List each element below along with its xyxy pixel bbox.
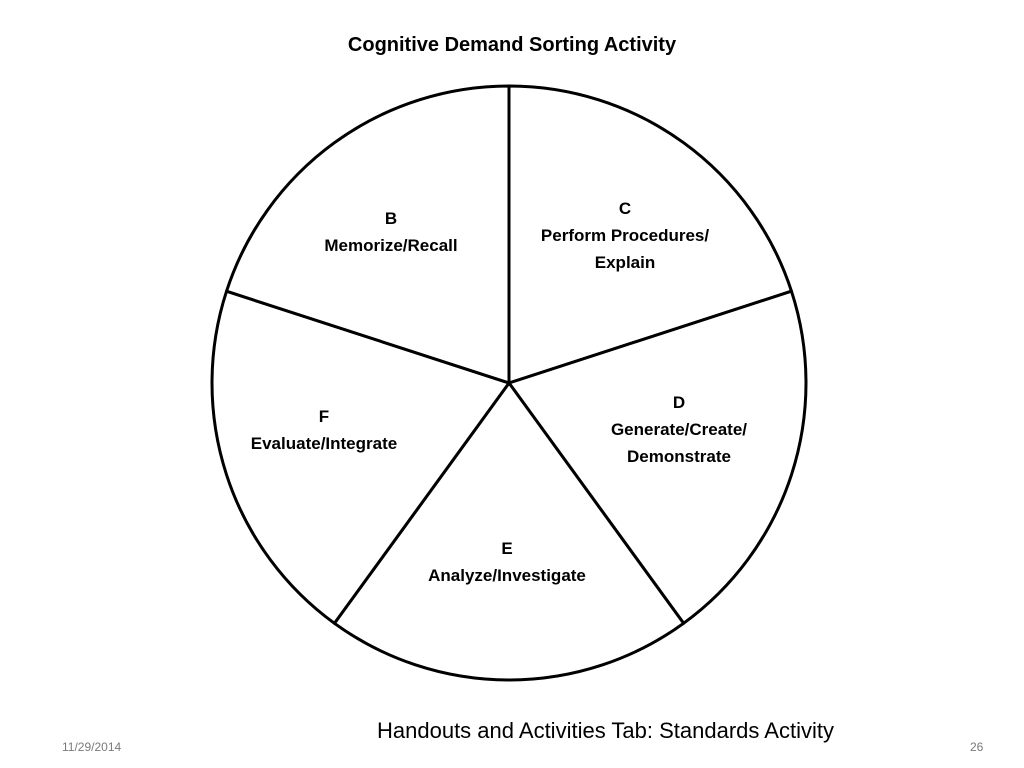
- pie-segment-e: [332, 381, 686, 682]
- segment-label-c: Perform Procedures/: [541, 226, 709, 245]
- pie-segment-b: [225, 84, 511, 385]
- segment-label-b: Memorize/Recall: [324, 236, 457, 255]
- segment-letter-d: D: [673, 393, 685, 412]
- segment-letter-f: F: [319, 407, 329, 426]
- segment-label-c: Explain: [595, 253, 655, 272]
- segment-label-d: Generate/Create/: [611, 420, 747, 439]
- page-title: Cognitive Demand Sorting Activity: [347, 34, 677, 56]
- slide-date: 11/29/2014: [62, 740, 122, 754]
- pie-segment-f: [210, 289, 511, 625]
- segment-label-d: Demonstrate: [627, 447, 731, 466]
- pie-segment-d: [507, 289, 808, 625]
- segment-letter-c: C: [619, 199, 631, 218]
- pie-segment-c: [507, 84, 793, 385]
- segment-label-e: Analyze/Investigate: [428, 566, 586, 585]
- segment-letter-e: E: [501, 539, 512, 558]
- footer-caption: Handouts and Activities Tab: Standards A…: [377, 718, 834, 743]
- segment-letter-b: B: [385, 209, 397, 228]
- segment-label-f: Evaluate/Integrate: [251, 434, 397, 453]
- page-number: 26: [970, 740, 984, 754]
